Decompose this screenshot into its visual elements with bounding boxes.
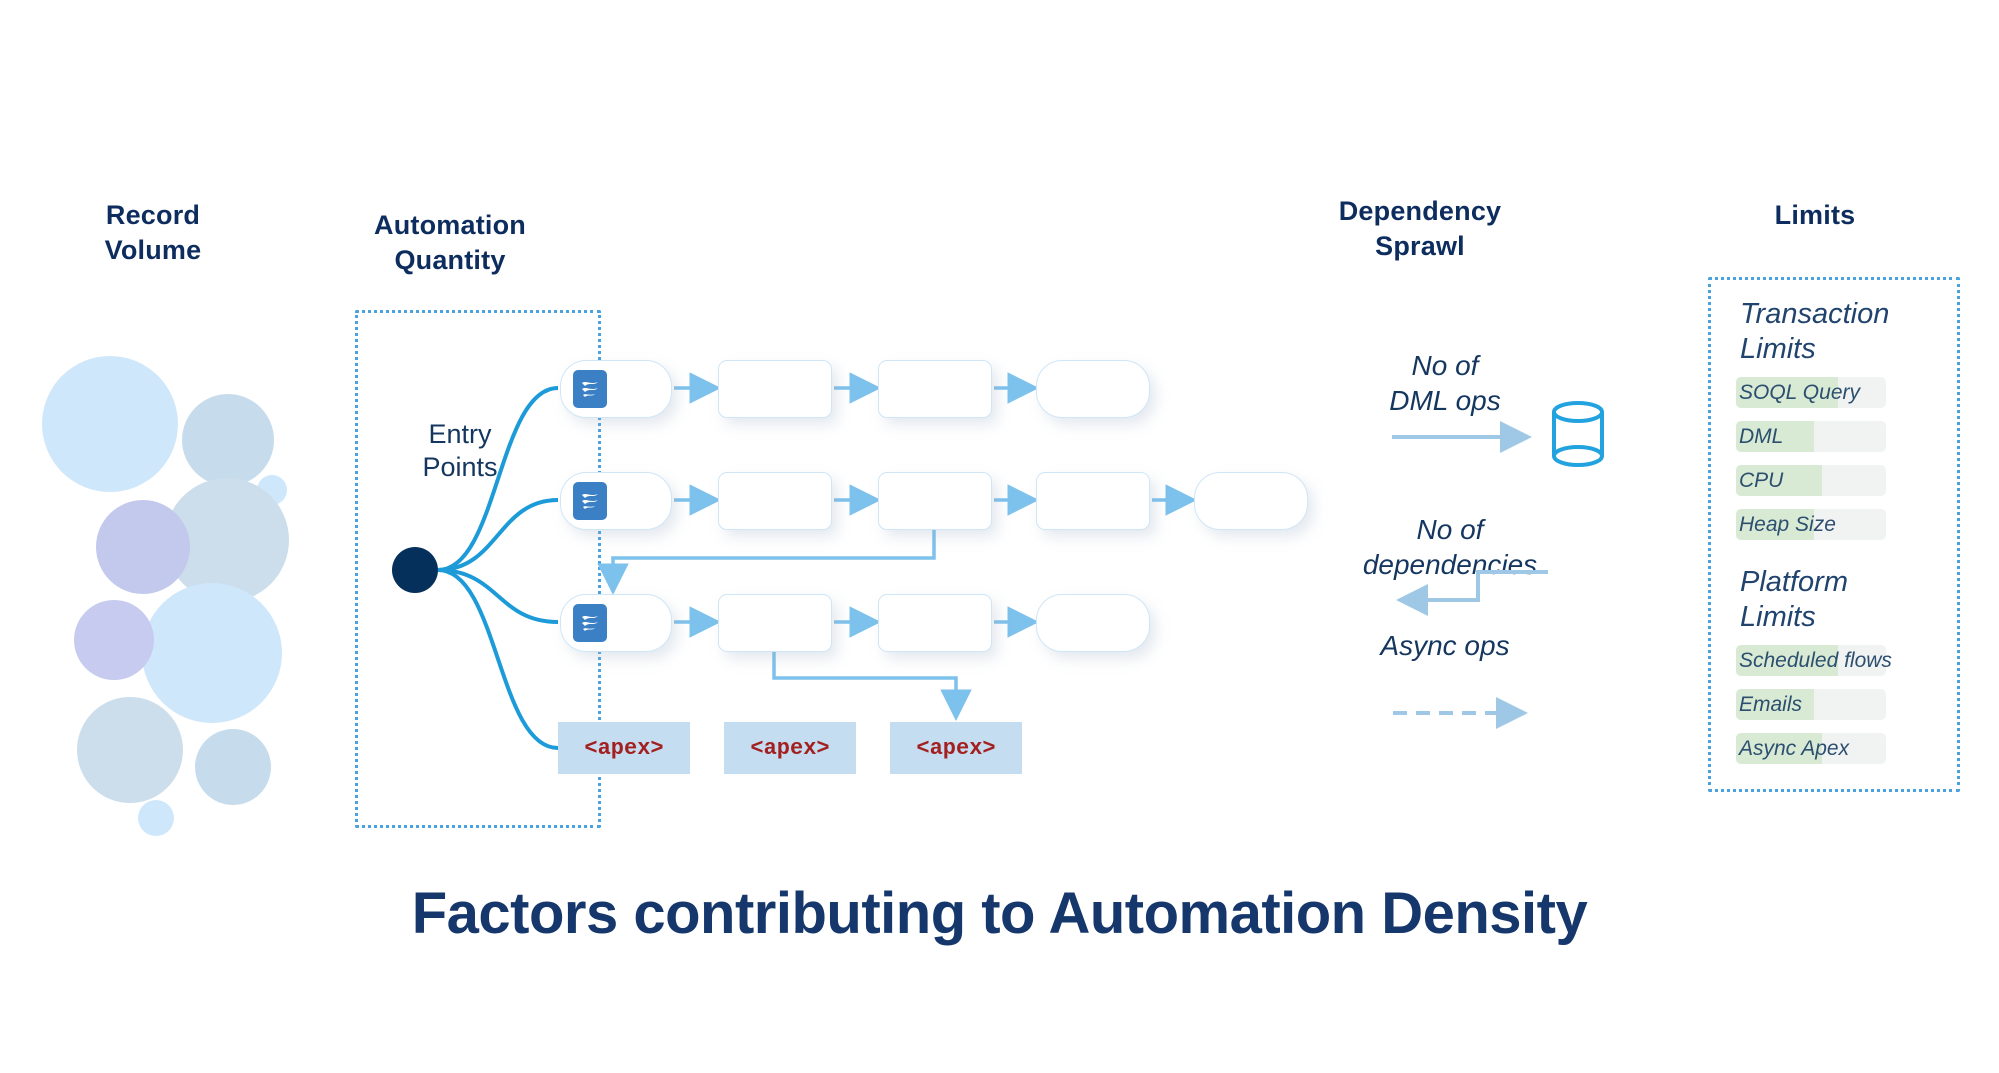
column-heading-automation-quantity: Automation Quantity	[374, 210, 526, 275]
salesforce-flow-icon	[582, 382, 598, 397]
limit-bar-transaction: DML	[1736, 421, 1886, 452]
column-heading-limits: Limits	[1774, 200, 1856, 230]
limit-bar-label: Async Apex	[1739, 737, 1850, 760]
flow-start-node[interactable]	[560, 472, 672, 530]
dependency-async-label: Async ops	[1380, 630, 1510, 661]
limit-bar-fill	[1736, 465, 1822, 496]
record-volume-bubble	[182, 394, 274, 486]
flow-step-node[interactable]	[878, 594, 992, 652]
column-heading-dependency-sprawl: Dependency Sprawl	[1338, 196, 1502, 261]
flow-step-node[interactable]	[718, 360, 832, 418]
limit-bar-transaction: SOQL Query	[1736, 377, 1886, 408]
record-volume-bubble	[74, 600, 154, 680]
flow-step-node[interactable]	[718, 472, 832, 530]
salesforce-flow-icon	[573, 482, 607, 520]
limit-bar-platform: Async Apex	[1736, 733, 1886, 764]
limit-bar-label: SOQL Query	[1739, 381, 1860, 404]
flow-feedback-connector	[597, 528, 936, 595]
flow-step-node[interactable]	[878, 360, 992, 418]
record-volume-bubble	[77, 697, 183, 803]
limit-bar-label: Heap Size	[1739, 513, 1836, 536]
dependency-dependencies-label: No of dependencies	[1362, 514, 1538, 580]
entry-point-node	[392, 547, 438, 593]
apex-box[interactable]: <apex>	[724, 722, 856, 774]
transaction-limits-title: Transaction Limits	[1740, 298, 1890, 365]
apex-box[interactable]: <apex>	[558, 722, 690, 774]
salesforce-flow-icon	[573, 370, 607, 408]
record-volume-bubble	[42, 356, 178, 492]
flow-step-node[interactable]	[1036, 472, 1150, 530]
limit-bar-fill	[1736, 509, 1814, 540]
limit-bar-fill	[1736, 733, 1822, 764]
salesforce-flow-icon	[573, 604, 607, 642]
salesforce-flow-icon	[582, 616, 598, 631]
record-volume-bubble-cluster	[30, 350, 289, 836]
limit-bar-label: CPU	[1739, 469, 1784, 492]
flow-start-node[interactable]	[560, 360, 672, 418]
record-volume-bubble	[96, 500, 190, 594]
record-volume-bubble	[142, 583, 282, 723]
column-heading-record-volume: Record Volume	[104, 200, 202, 265]
limit-bar-platform: Scheduled flows	[1736, 645, 1892, 676]
limit-bar-label: Emails	[1739, 693, 1803, 716]
limit-bar-label: Scheduled flows	[1739, 649, 1892, 672]
flow-end-node[interactable]	[1036, 360, 1150, 418]
platform-limits-title: Platform Limits	[1740, 566, 1848, 633]
flow-start-node[interactable]	[560, 594, 672, 652]
limit-bar-fill	[1736, 377, 1838, 408]
record-volume-bubble	[138, 800, 174, 836]
limit-bar-fill	[1736, 689, 1814, 720]
dependency-dml-label: No of DML ops	[1389, 350, 1501, 416]
flow-step-node[interactable]	[878, 472, 992, 530]
limit-bar-transaction: Heap Size	[1736, 509, 1886, 540]
limit-bar-transaction: CPU	[1736, 465, 1886, 496]
flow-to-apex-connector	[772, 650, 972, 721]
flow-end-node[interactable]	[1194, 472, 1308, 530]
flow-end-node[interactable]	[1036, 594, 1150, 652]
limits-frame	[1708, 277, 1960, 792]
apex-box[interactable]: <apex>	[890, 722, 1022, 774]
limit-bar-platform: Emails	[1736, 689, 1886, 720]
salesforce-flow-icon	[582, 494, 598, 509]
limit-bar-fill	[1736, 645, 1838, 676]
flow-step-node[interactable]	[718, 594, 832, 652]
record-volume-bubble	[195, 729, 271, 805]
limit-bar-label: DML	[1739, 425, 1784, 448]
limit-bar-fill	[1736, 421, 1814, 452]
entry-points-label: Entry Points	[422, 419, 498, 482]
page-title: Factors contributing to Automation Densi…	[411, 881, 1588, 946]
